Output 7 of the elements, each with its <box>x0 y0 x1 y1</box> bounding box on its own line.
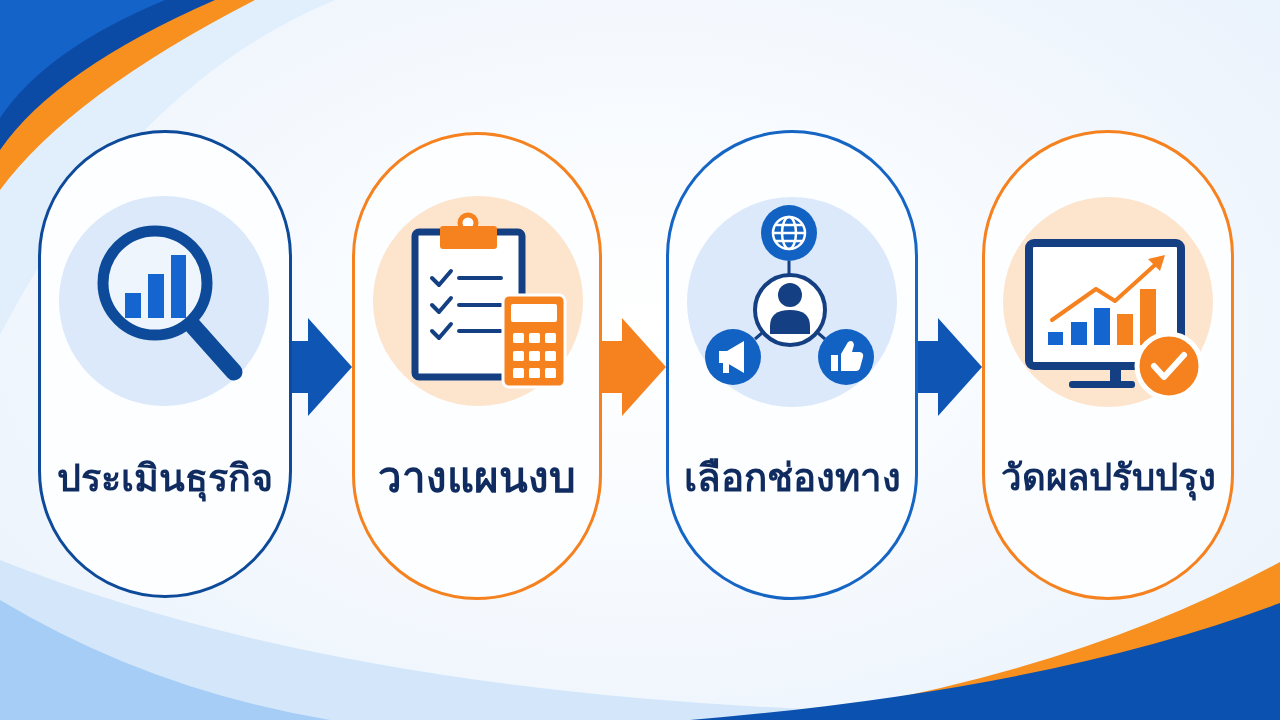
flow-arrow <box>918 318 982 416</box>
flow-arrow <box>292 318 352 416</box>
step-title: วางแผนงบ <box>378 452 576 504</box>
step-title: วัดผลปรับปรุง <box>1000 455 1216 503</box>
step-title: เลือกช่องทาง <box>683 454 901 502</box>
step-title: ประเมินธุรกิจ <box>57 455 273 504</box>
flow-arrow <box>602 318 666 416</box>
